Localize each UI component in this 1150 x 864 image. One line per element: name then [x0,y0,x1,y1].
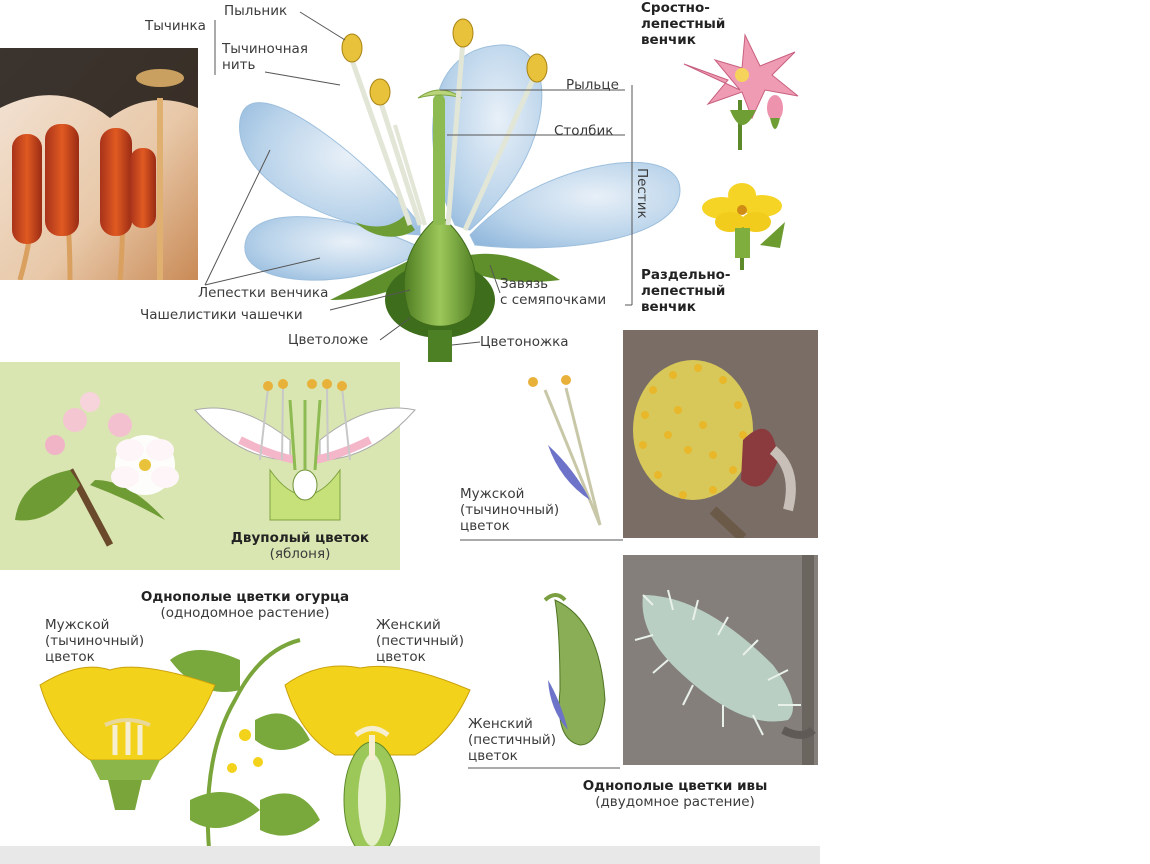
willow-female-catkin-photo [623,555,818,765]
apple-branch-illustration [15,392,179,547]
choripetalous-flower-illustration [702,183,785,270]
bottom-strip [0,846,820,864]
receptacle-label: Цветоложе [288,332,369,348]
willow-female-flower-illustration [543,593,606,746]
choripetalous-corolla-label: Раздельно- лепестный венчик [641,267,731,315]
cucumber-panel-subtitle: (однодомное растение) [160,605,330,621]
stigma-label: Рыльце [566,77,619,93]
anther-label: Пыльник [224,3,288,19]
stamen-label: Тычинка [145,18,206,34]
apple-panel-subtitle: (яблоня) [269,546,331,562]
willow-female-label: Женский (пестичный) цветок [468,716,556,764]
cucumber-panel-title: Однополые цветки огурца [140,589,350,605]
sympetalous-corolla-label: Сростно- лепестный венчик [641,0,726,48]
petal [239,102,421,236]
filament-label: Тычиночная нить [222,41,308,73]
cucumber-female-label: Женский (пестичный) цветок [376,617,464,665]
willow-male-flower-illustration [528,375,602,526]
blank-margin [820,0,1150,864]
willow-male-label: Мужской (тычиночный) цветок [460,486,560,534]
lily-stamen-photo [0,48,198,280]
cucumber-male-label: Мужской (тычиночный) цветок [45,617,145,665]
willow-panel-title: Однополые цветки ивы [582,778,768,794]
petals-label: Лепестки венчика [198,285,329,301]
diagram-canvas: Тычинка Пыльник Тычиночная нить Рыльце С… [0,0,820,864]
pistil-label: Пестик [634,168,650,219]
style-label: Столбик [554,123,614,139]
sympetalous-flower-illustration [683,33,799,150]
willow-male-catkin-photo [623,330,818,538]
petal [469,162,681,249]
cucumber-female-flower-illustration [284,665,471,859]
apple-panel-background [0,362,400,570]
sepals-label: Чашелистики чашечки [140,307,303,323]
cucumber-plant-illustration [170,638,320,861]
willow-panel-subtitle: (двудомное растение) [595,794,755,810]
apple-flower-section-illustration [194,379,416,521]
pedicel-label: Цветоножка [480,334,569,350]
apple-panel-title: Двуполый цветок [230,530,370,546]
ovary-label: Завязь с семяпочками [500,276,607,308]
flower-structure-diagram [0,11,820,864]
cucumber-male-flower-illustration [39,666,216,810]
